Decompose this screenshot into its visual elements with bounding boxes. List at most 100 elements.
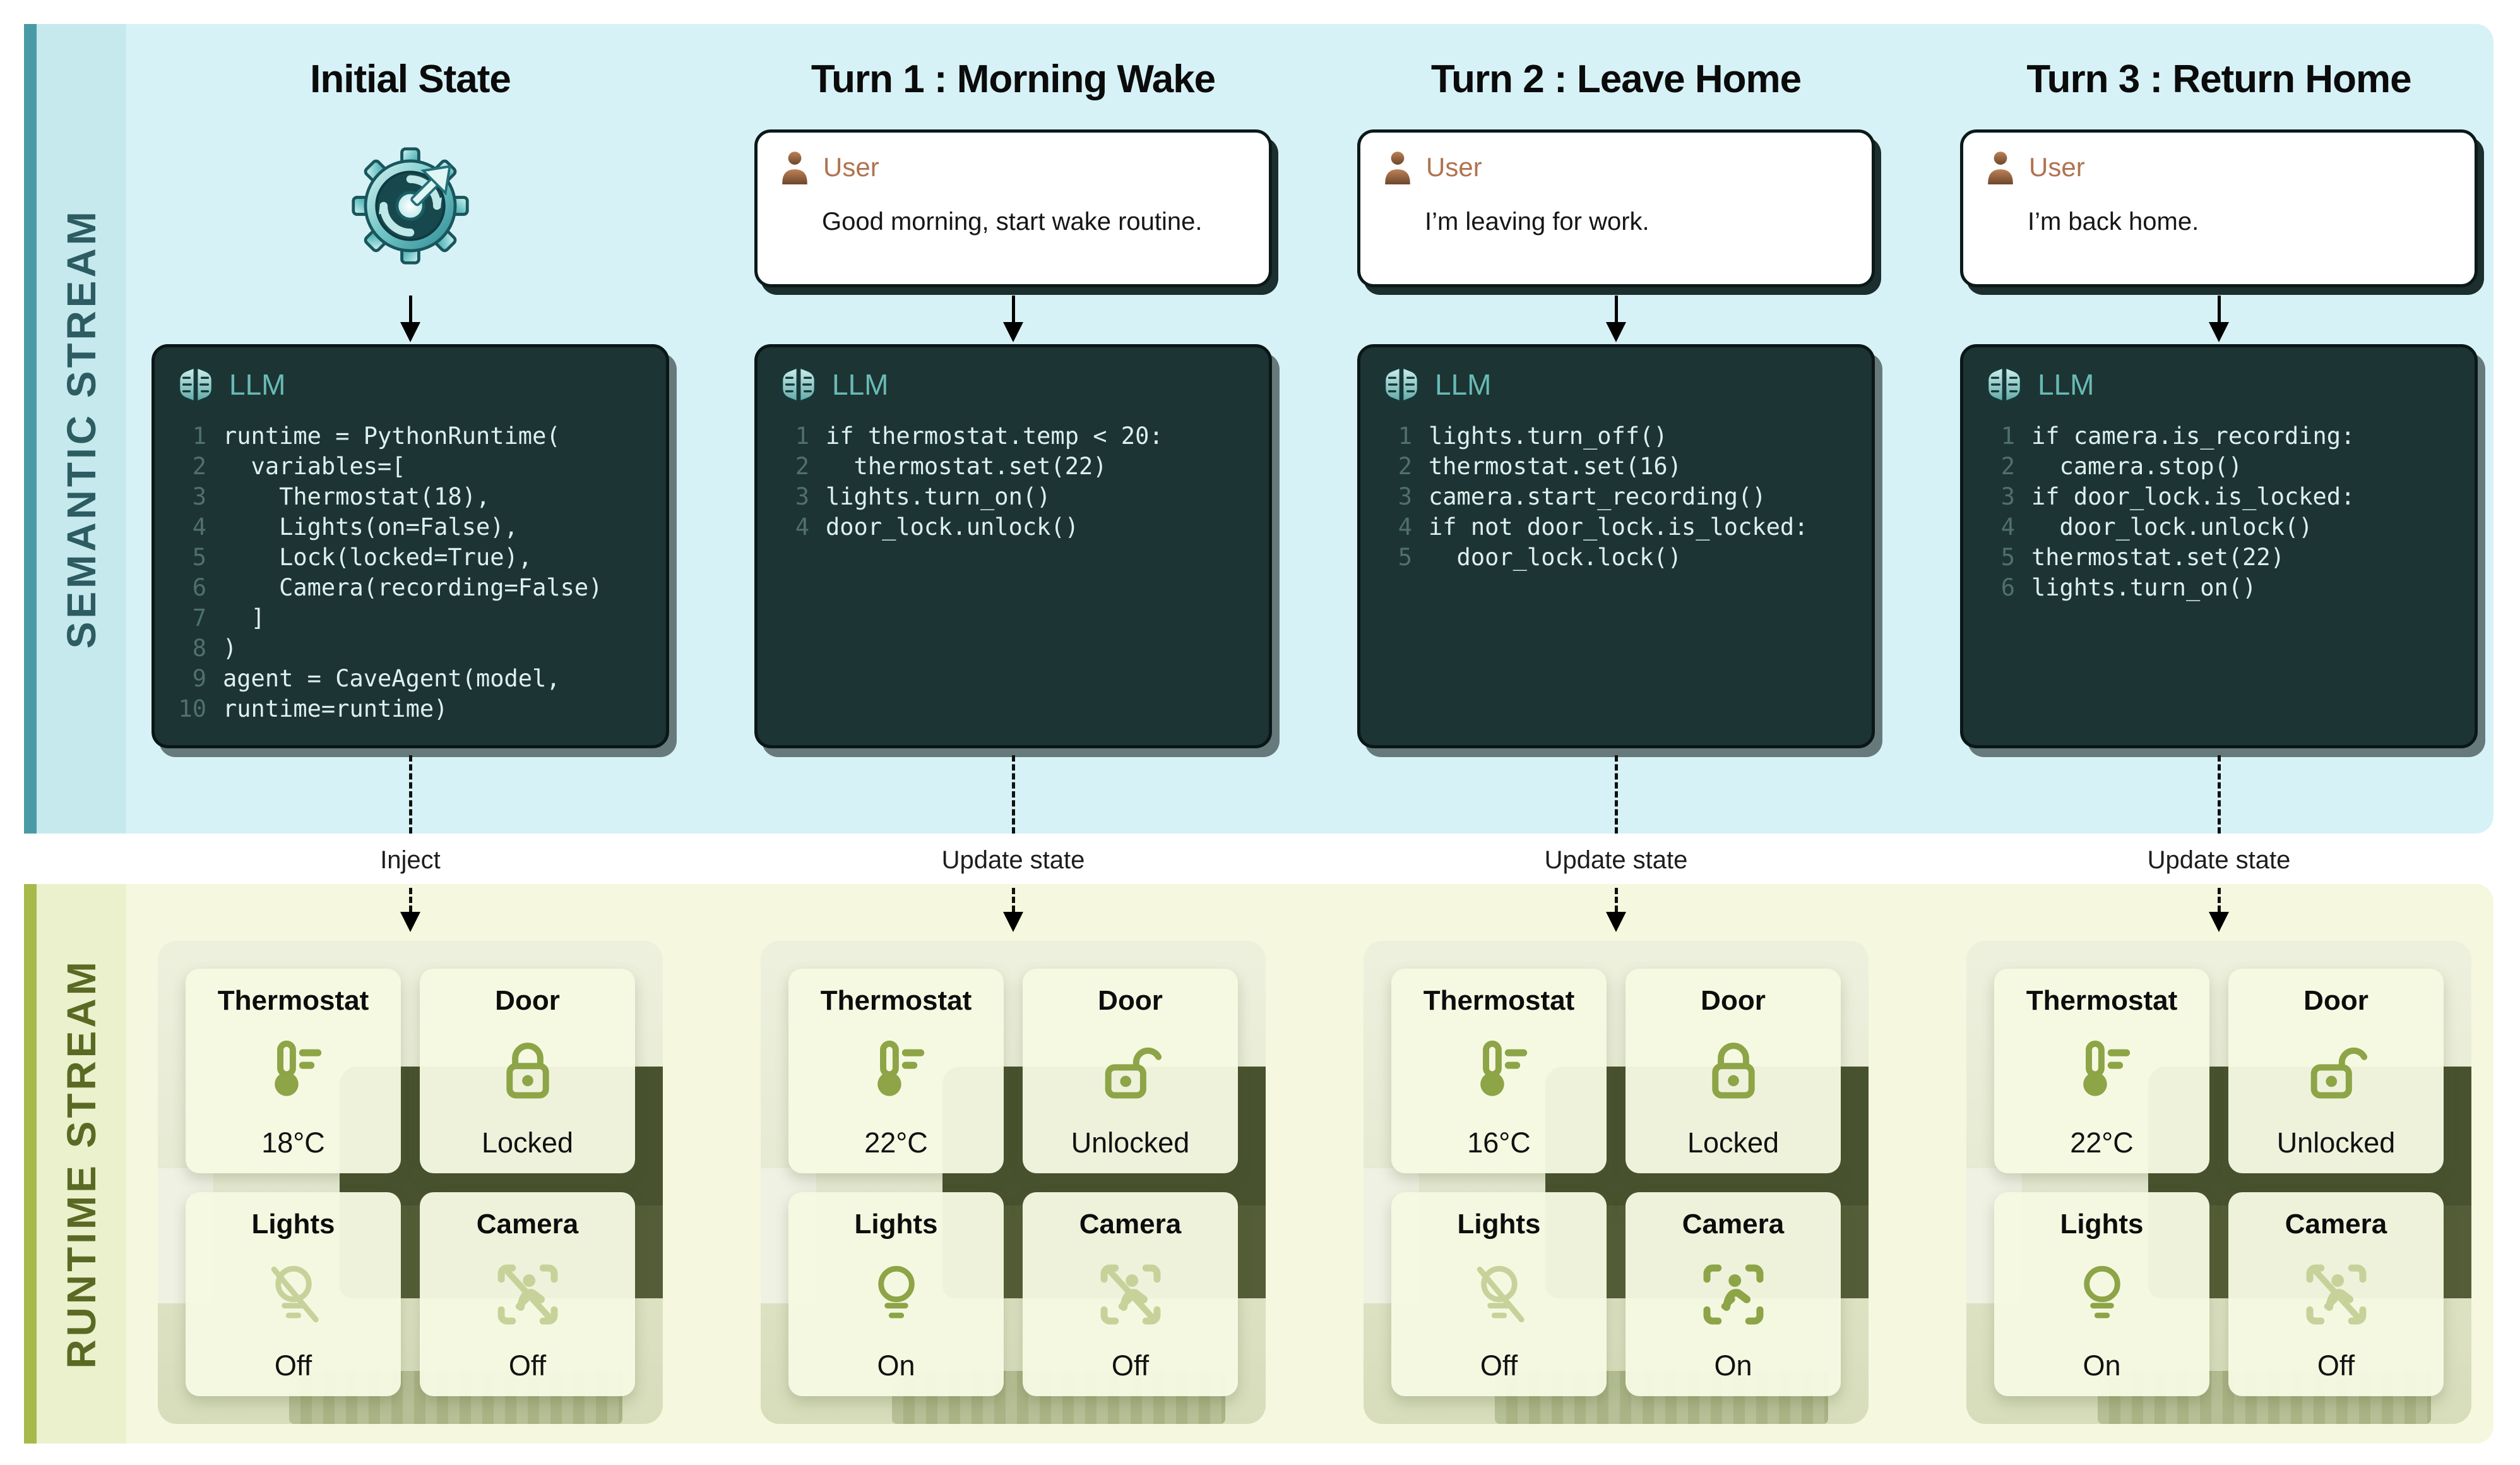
- runtime-band-edge: [24, 884, 37, 1444]
- device-value: 22°C: [2070, 1126, 2134, 1159]
- device-label: Camera: [476, 1208, 579, 1240]
- semantic-band-labelzone: SEMANTIC STREAM: [37, 24, 126, 834]
- device-value: On: [877, 1349, 915, 1382]
- device-card-door: Door Unlocked: [2228, 969, 2444, 1173]
- flow-label-inject: Inject: [380, 846, 441, 874]
- device-label: Lights: [854, 1208, 938, 1240]
- device-card-lights: Lights Off: [186, 1192, 401, 1396]
- device-value: Off: [274, 1349, 312, 1382]
- runtime-panel-turn-1: Thermostat 22°C Door Unlocked Lights On …: [761, 941, 1266, 1424]
- lock-closed-icon: [1700, 1033, 1767, 1110]
- flow-connector-dashed: [754, 888, 1272, 912]
- device-label: Door: [1098, 985, 1163, 1016]
- device-label: Thermostat: [2026, 985, 2178, 1016]
- arrowhead-down-icon: [152, 912, 669, 932]
- code-line: 2 variables=[: [192, 452, 406, 480]
- device-card-door: Door Locked: [1626, 969, 1841, 1173]
- runtime-stream-label: RUNTIME STREAM: [59, 959, 104, 1369]
- user-label: User: [823, 152, 879, 182]
- device-value: Unlocked: [2276, 1126, 2396, 1159]
- device-label: Door: [495, 985, 560, 1016]
- arrow-down-icon: [754, 296, 1272, 342]
- brain-icon: [781, 366, 816, 403]
- flow-connector-dashed: [1357, 755, 1875, 834]
- code-line: 7 ]: [192, 604, 265, 631]
- semantic-stream-label: SEMANTIC STREAM: [59, 208, 104, 649]
- user-label: User: [2029, 152, 2085, 182]
- device-label: Thermostat: [820, 985, 972, 1016]
- device-label: Lights: [2060, 1208, 2144, 1240]
- gear-refresh-icon: [152, 145, 669, 266]
- camera-off-icon: [2303, 1256, 2370, 1333]
- semantic-band-edge: [24, 24, 37, 834]
- camera-off-icon: [1097, 1256, 1164, 1333]
- arrowhead-down-icon: [1960, 912, 2478, 932]
- code-line: 5 door_lock.lock(): [1398, 543, 1682, 571]
- user-label: User: [1426, 152, 1482, 182]
- device-label: Thermostat: [1423, 985, 1575, 1016]
- device-value: On: [1714, 1349, 1752, 1382]
- code-line: 6 Camera(recording=False): [192, 573, 603, 601]
- device-card-camera: Camera On: [1626, 1192, 1841, 1396]
- arrowhead-down-icon: [1357, 912, 1875, 932]
- runtime-panel-initial: Thermostat 18°C Door Locked Lights Off C…: [158, 941, 663, 1424]
- user-message-card: User I’m leaving for work.: [1357, 129, 1875, 287]
- device-label: Thermostat: [217, 985, 369, 1016]
- lock-closed-icon: [494, 1033, 561, 1110]
- flow-connector-dashed: [1357, 888, 1875, 912]
- device-card-door: Door Unlocked: [1023, 969, 1238, 1173]
- device-value: Off: [1111, 1349, 1150, 1382]
- column-title-turn-3: Turn 3 : Return Home: [2026, 57, 2411, 101]
- device-label: Camera: [1682, 1208, 1785, 1240]
- person-icon: [1988, 152, 2013, 184]
- person-icon: [1385, 152, 1410, 184]
- device-card-lights: Lights On: [788, 1192, 1004, 1396]
- device-value: 22°C: [864, 1126, 928, 1159]
- camera-off-icon: [494, 1256, 561, 1333]
- runtime-panel-turn-2: Thermostat 16°C Door Locked Lights Off C…: [1364, 941, 1869, 1424]
- flow-label-update-state: Update state: [2147, 846, 2291, 874]
- column-title-turn-2: Turn 2 : Leave Home: [1430, 57, 1802, 101]
- flow-connector-dashed: [1960, 888, 2478, 912]
- code-line: 3 Thermostat(18),: [192, 482, 490, 510]
- bulb-on-icon: [863, 1256, 930, 1333]
- llm-label: LLM: [2038, 368, 2095, 401]
- device-card-thermostat: Thermostat 22°C: [1994, 969, 2209, 1173]
- code-line: 2 thermostat.set(22): [795, 452, 1107, 480]
- thermometer-icon: [863, 1033, 930, 1110]
- code-line: 2 camera.stop(): [2000, 452, 2243, 480]
- thermometer-icon: [2069, 1033, 2136, 1110]
- brain-icon: [178, 366, 213, 403]
- person-icon: [782, 152, 807, 184]
- flow-connector-dashed: [1960, 755, 2478, 834]
- runtime-band-labelzone: RUNTIME STREAM: [37, 884, 126, 1444]
- user-message-card: User Good morning, start wake routine.: [754, 129, 1272, 287]
- flow-connector-dashed: [152, 755, 669, 834]
- device-card-thermostat: Thermostat 16°C: [1391, 969, 1607, 1173]
- arrow-down-icon: [1960, 296, 2478, 342]
- device-label: Camera: [1079, 1208, 1182, 1240]
- arrowhead-down-icon: [754, 912, 1272, 932]
- device-value: Off: [508, 1349, 547, 1382]
- device-label: Door: [2303, 985, 2368, 1016]
- device-label: Lights: [251, 1208, 335, 1240]
- device-card-door: Door Locked: [420, 969, 635, 1173]
- flow-label-update-state: Update state: [1544, 846, 1688, 874]
- code-line: 4 door_lock.unlock(): [2000, 513, 2313, 541]
